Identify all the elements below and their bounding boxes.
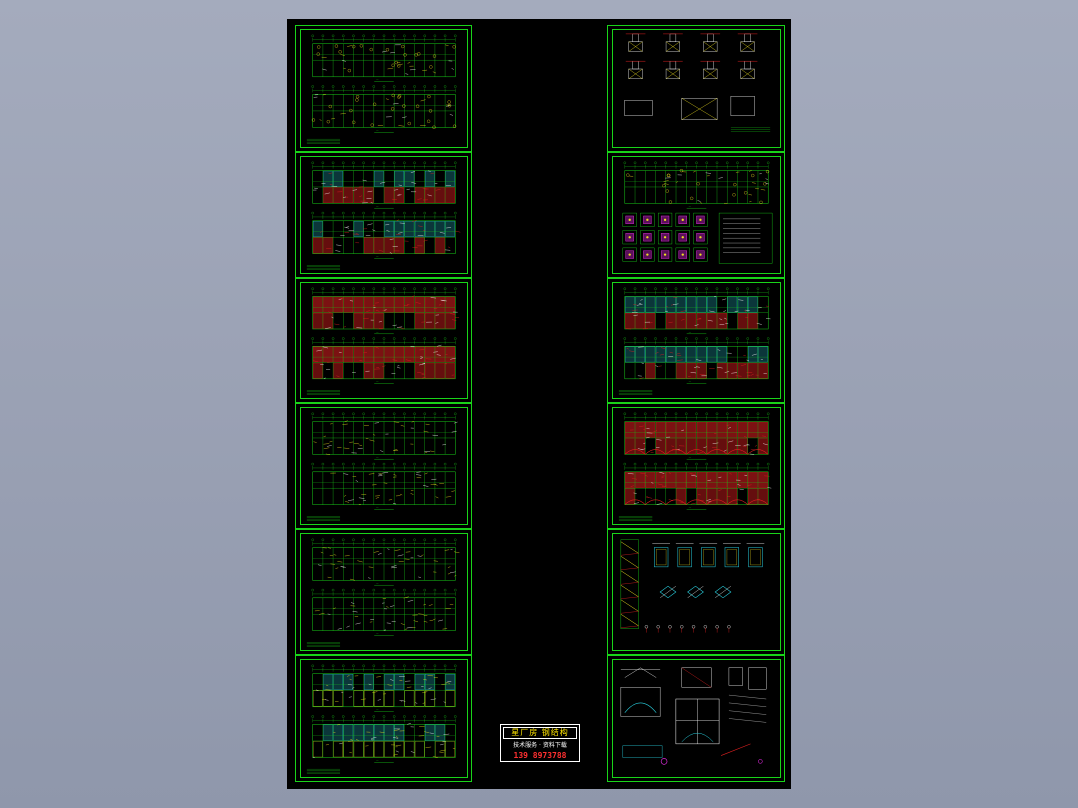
svg-text:—: — <box>376 129 379 132</box>
svg-text:—: — <box>689 331 692 334</box>
svg-text:—: — <box>376 256 379 259</box>
svg-text:—: — <box>376 507 379 510</box>
svg-text:—: — <box>689 507 692 510</box>
drawing-sheet-left-6[interactable]: —— <box>295 655 472 782</box>
sheet-drawing <box>624 33 771 132</box>
svg-text:—: — <box>376 759 379 762</box>
title-stamp: 星厂房 钢结构 技术服务 · 资料下载 139 8973788 <box>500 724 580 762</box>
drawing-sheet-right-4[interactable]: —— <box>607 403 785 529</box>
cad-viewport[interactable]: —— —— —— —— —— —— — —— —— 星厂房 钢结构 技术服务 ·… <box>287 19 791 789</box>
sheet-drawing: —— <box>618 287 771 395</box>
stamp-phone: 139 8973788 <box>513 751 567 760</box>
svg-text:—: — <box>689 456 692 459</box>
stamp-title: 星厂房 钢结构 <box>503 727 577 739</box>
svg-text:—: — <box>376 633 379 636</box>
sheet-drawing: —— <box>306 161 461 270</box>
svg-text:—: — <box>376 205 379 208</box>
svg-text:—: — <box>689 381 692 384</box>
svg-text:—: — <box>376 582 379 585</box>
sheet-drawing: —— <box>306 538 460 647</box>
svg-text:—: — <box>376 79 379 82</box>
sheet-drawing <box>620 667 767 765</box>
drawing-sheet-left-1[interactable]: —— <box>295 25 472 152</box>
svg-text:—: — <box>376 331 379 334</box>
sheet-drawing: —— <box>306 664 457 774</box>
drawing-sheet-right-1[interactable] <box>607 25 785 152</box>
stamp-subtitle: 技术服务 · 资料下载 <box>513 742 567 749</box>
drawing-sheet-left-5[interactable]: —— <box>295 529 472 655</box>
sheet-drawing: —— <box>306 412 458 521</box>
sheet-drawing: —— <box>618 412 772 521</box>
svg-text:—: — <box>689 205 692 208</box>
svg-text:—: — <box>376 456 379 459</box>
sheet-drawing: —— <box>306 34 457 144</box>
svg-text:—: — <box>376 381 379 384</box>
sheet-drawing: — <box>622 161 773 264</box>
svg-text:—: — <box>376 709 379 712</box>
sheet-drawing <box>620 539 765 633</box>
drawing-sheet-right-2[interactable]: — <box>607 152 785 278</box>
sheet-drawing: —— <box>306 287 460 395</box>
drawing-sheet-left-2[interactable]: —— <box>295 152 472 278</box>
drawing-sheet-right-3[interactable]: —— <box>607 278 785 403</box>
drawing-sheet-right-5[interactable] <box>607 529 785 655</box>
drawing-sheet-right-6[interactable] <box>607 655 785 782</box>
drawing-sheet-left-3[interactable]: —— <box>295 278 472 403</box>
drawing-sheet-left-4[interactable]: —— <box>295 403 472 529</box>
